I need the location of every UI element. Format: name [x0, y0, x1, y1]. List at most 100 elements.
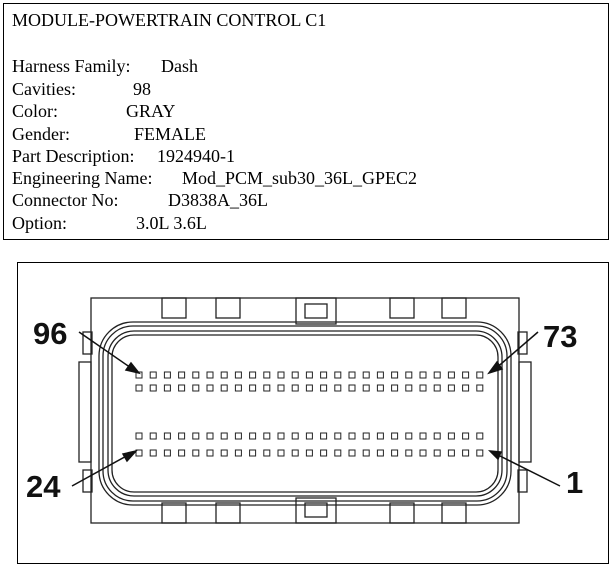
side-latch: [82, 469, 93, 493]
cavity: [447, 432, 455, 440]
cavity: [135, 449, 143, 457]
cavity: [178, 371, 186, 379]
cavity: [348, 449, 356, 457]
cavity: [348, 371, 356, 379]
cavity: [305, 432, 313, 440]
cavity: [163, 449, 171, 457]
field-label: Part Description:: [12, 146, 135, 166]
cavity: [192, 432, 200, 440]
cavity: [419, 432, 427, 440]
cavity: [234, 449, 242, 457]
cavity: [476, 432, 484, 440]
cavity: [149, 449, 157, 457]
cavity: [263, 449, 271, 457]
cavity: [348, 384, 356, 392]
cavity: [447, 449, 455, 457]
cavity: [206, 384, 214, 392]
cavity: [447, 371, 455, 379]
connector-face-diagram: 96 73 24 1: [26, 297, 583, 524]
cavity: [206, 371, 214, 379]
cavity: [405, 384, 413, 392]
bottom-tab: [441, 502, 467, 524]
cavity: [135, 384, 143, 392]
cavity: [277, 384, 285, 392]
side-rib: [78, 361, 92, 463]
cavity: [192, 371, 200, 379]
cavity: [462, 449, 470, 457]
field-label: Harness Family:: [12, 56, 131, 76]
cavity: [291, 449, 299, 457]
cavity: [220, 432, 228, 440]
cavity: [362, 432, 370, 440]
top-tab: [389, 297, 415, 319]
cavity: [320, 449, 328, 457]
cavity: [334, 371, 342, 379]
cavity: [249, 449, 257, 457]
cavity: [391, 371, 399, 379]
field-value: D3838A_36L: [168, 190, 268, 210]
cavity: [149, 432, 157, 440]
cavity: [192, 449, 200, 457]
top-tab: [441, 297, 467, 319]
bottom-tab: [215, 502, 241, 524]
cavity: [391, 432, 399, 440]
connector-info-box: MODULE-POWERTRAIN CONTROL C1 Harness Fam…: [3, 3, 609, 240]
cavity: [320, 432, 328, 440]
cavity: [291, 371, 299, 379]
cavity: [249, 432, 257, 440]
cavity: [220, 449, 228, 457]
cavity: [405, 371, 413, 379]
arrowhead-icon: [487, 360, 504, 375]
cavity: [476, 384, 484, 392]
side-latch: [517, 331, 528, 355]
cavity: [163, 371, 171, 379]
cavity: [263, 371, 271, 379]
cavity: [206, 432, 214, 440]
cavity: [249, 371, 257, 379]
cavity: [433, 432, 441, 440]
field-label: Connector No:: [12, 190, 119, 210]
cavity: [291, 432, 299, 440]
cavity: [163, 384, 171, 392]
field-value: 1924940-1: [157, 146, 235, 166]
cavity: [433, 384, 441, 392]
inner-wall-3: [107, 330, 503, 497]
cavity: [263, 384, 271, 392]
field-label: Engineering Name:: [12, 168, 153, 188]
pin-label-73: 73: [543, 319, 577, 354]
bottom-key-inner: [304, 502, 328, 518]
cavity: [433, 371, 441, 379]
cavity: [376, 449, 384, 457]
cavity: [334, 384, 342, 392]
cavity: [405, 449, 413, 457]
cavity: [277, 371, 285, 379]
cavity: [376, 384, 384, 392]
connector-housing: [78, 297, 532, 524]
side-latch: [517, 469, 528, 493]
field-value: Dash: [161, 56, 198, 76]
field-value: FEMALE: [134, 124, 206, 144]
field-label: Gender:: [12, 124, 70, 144]
field-label: Color:: [12, 101, 59, 121]
top-tab: [215, 297, 241, 319]
bottom-tab: [389, 502, 415, 524]
cavity: [234, 384, 242, 392]
top-tab: [161, 297, 187, 319]
cavity: [263, 432, 271, 440]
cavity: [348, 432, 356, 440]
cavity: [305, 371, 313, 379]
cavity: [178, 449, 186, 457]
cavity: [291, 384, 299, 392]
pin-label-1: 1: [566, 465, 583, 500]
cavity: [163, 432, 171, 440]
connector-diagram-box: [17, 262, 609, 564]
field-value: 98: [133, 79, 151, 99]
bottom-key-outer: [295, 497, 337, 524]
cavity: [305, 384, 313, 392]
cavity: [334, 449, 342, 457]
field-label: Cavities:: [12, 79, 76, 99]
cavity: [391, 449, 399, 457]
cavity: [476, 449, 484, 457]
cavity: [277, 449, 285, 457]
side-rib: [518, 361, 532, 463]
